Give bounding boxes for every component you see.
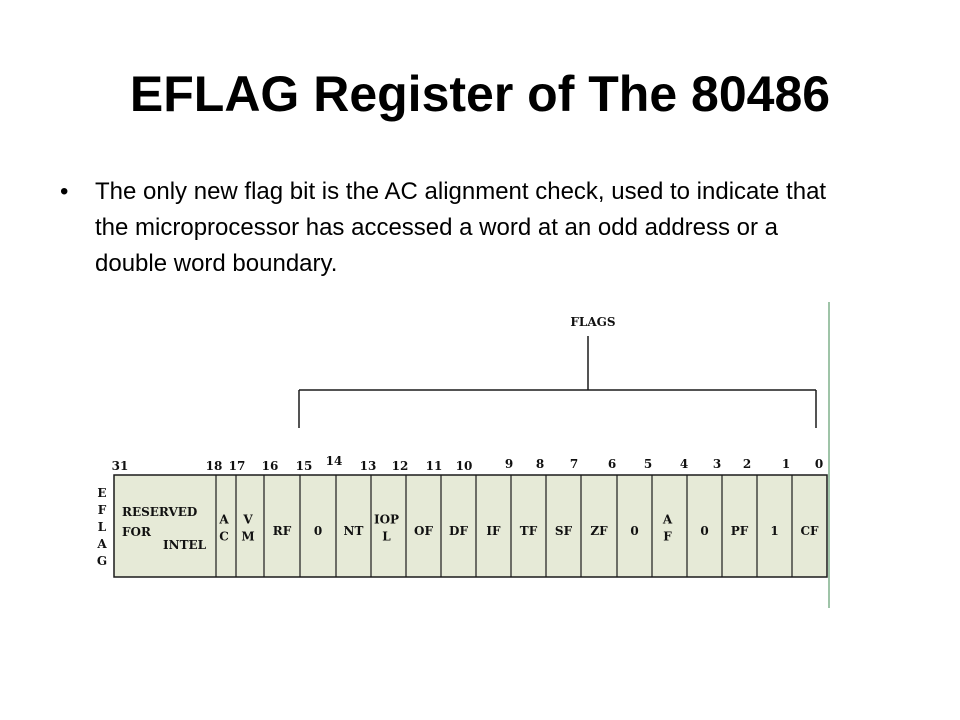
- bit-number-4: 4: [680, 457, 688, 471]
- cell-label: A: [218, 513, 229, 527]
- bit-number-12: 12: [392, 459, 409, 473]
- bit-number-15: 15: [296, 459, 313, 473]
- cell-label: DF: [449, 524, 468, 538]
- bit-number-18: 18: [206, 459, 223, 473]
- register-label-letter: A: [96, 537, 107, 551]
- register-label-letter: F: [98, 503, 107, 517]
- cell-label: NT: [344, 524, 364, 538]
- cell-label: FOR: [122, 525, 152, 539]
- slide-title: EFLAG Register of The 80486: [129, 66, 831, 122]
- bit-number-9: 9: [505, 457, 513, 471]
- bit-number-10: 10: [456, 459, 473, 473]
- cell-label: C: [219, 530, 229, 544]
- bullet-text: The only new flag bit is the AC alignmen…: [95, 178, 827, 277]
- bit-number-17: 17: [229, 459, 246, 473]
- cell-label: RF: [273, 524, 292, 538]
- flags-label: FLAGS: [570, 315, 615, 329]
- register-label-letter: G: [97, 554, 107, 568]
- bit-number-0: 0: [815, 457, 823, 471]
- cell-label: RESERVED: [122, 505, 197, 519]
- cell-label: 1: [770, 524, 778, 538]
- register-label-letter: E: [97, 486, 106, 500]
- bit-number-3: 3: [713, 457, 721, 471]
- bit-number-13: 13: [360, 459, 377, 473]
- bit-number-1: 1: [782, 457, 790, 471]
- cell-label: 0: [630, 524, 638, 538]
- bit-number-8: 8: [536, 457, 544, 471]
- cell-label: M: [241, 530, 254, 544]
- bit-number-31: 31: [112, 459, 129, 473]
- bit-number-7: 7: [570, 457, 578, 471]
- cell-label: ZF: [590, 524, 608, 538]
- cell-label: A: [662, 513, 673, 527]
- bit-number-6: 6: [608, 457, 616, 471]
- bit-number-2: 2: [743, 457, 751, 471]
- cell-label: SF: [555, 524, 573, 538]
- cell-label: IF: [486, 524, 501, 538]
- cell-label: V: [242, 513, 253, 527]
- bit-number-14: 14: [326, 454, 343, 468]
- register-box: [113, 474, 828, 578]
- bit-number-16: 16: [262, 459, 279, 473]
- cell-label: TF: [520, 524, 538, 538]
- bit-number-11: 11: [426, 459, 443, 473]
- cell-label: L: [382, 530, 391, 544]
- cell-label: 0: [700, 524, 708, 538]
- cell-label: CF: [800, 524, 819, 538]
- cell-label: F: [663, 530, 672, 544]
- cell-label: IOP: [374, 513, 399, 527]
- cell-label: PF: [731, 524, 749, 538]
- cell-label: OF: [414, 524, 433, 538]
- cell-label: 0: [314, 524, 322, 538]
- bullet-dot-icon: •: [60, 178, 69, 205]
- cell-label: INTEL: [163, 538, 207, 552]
- bit-number-5: 5: [644, 457, 652, 471]
- register-label-letter: L: [98, 520, 107, 534]
